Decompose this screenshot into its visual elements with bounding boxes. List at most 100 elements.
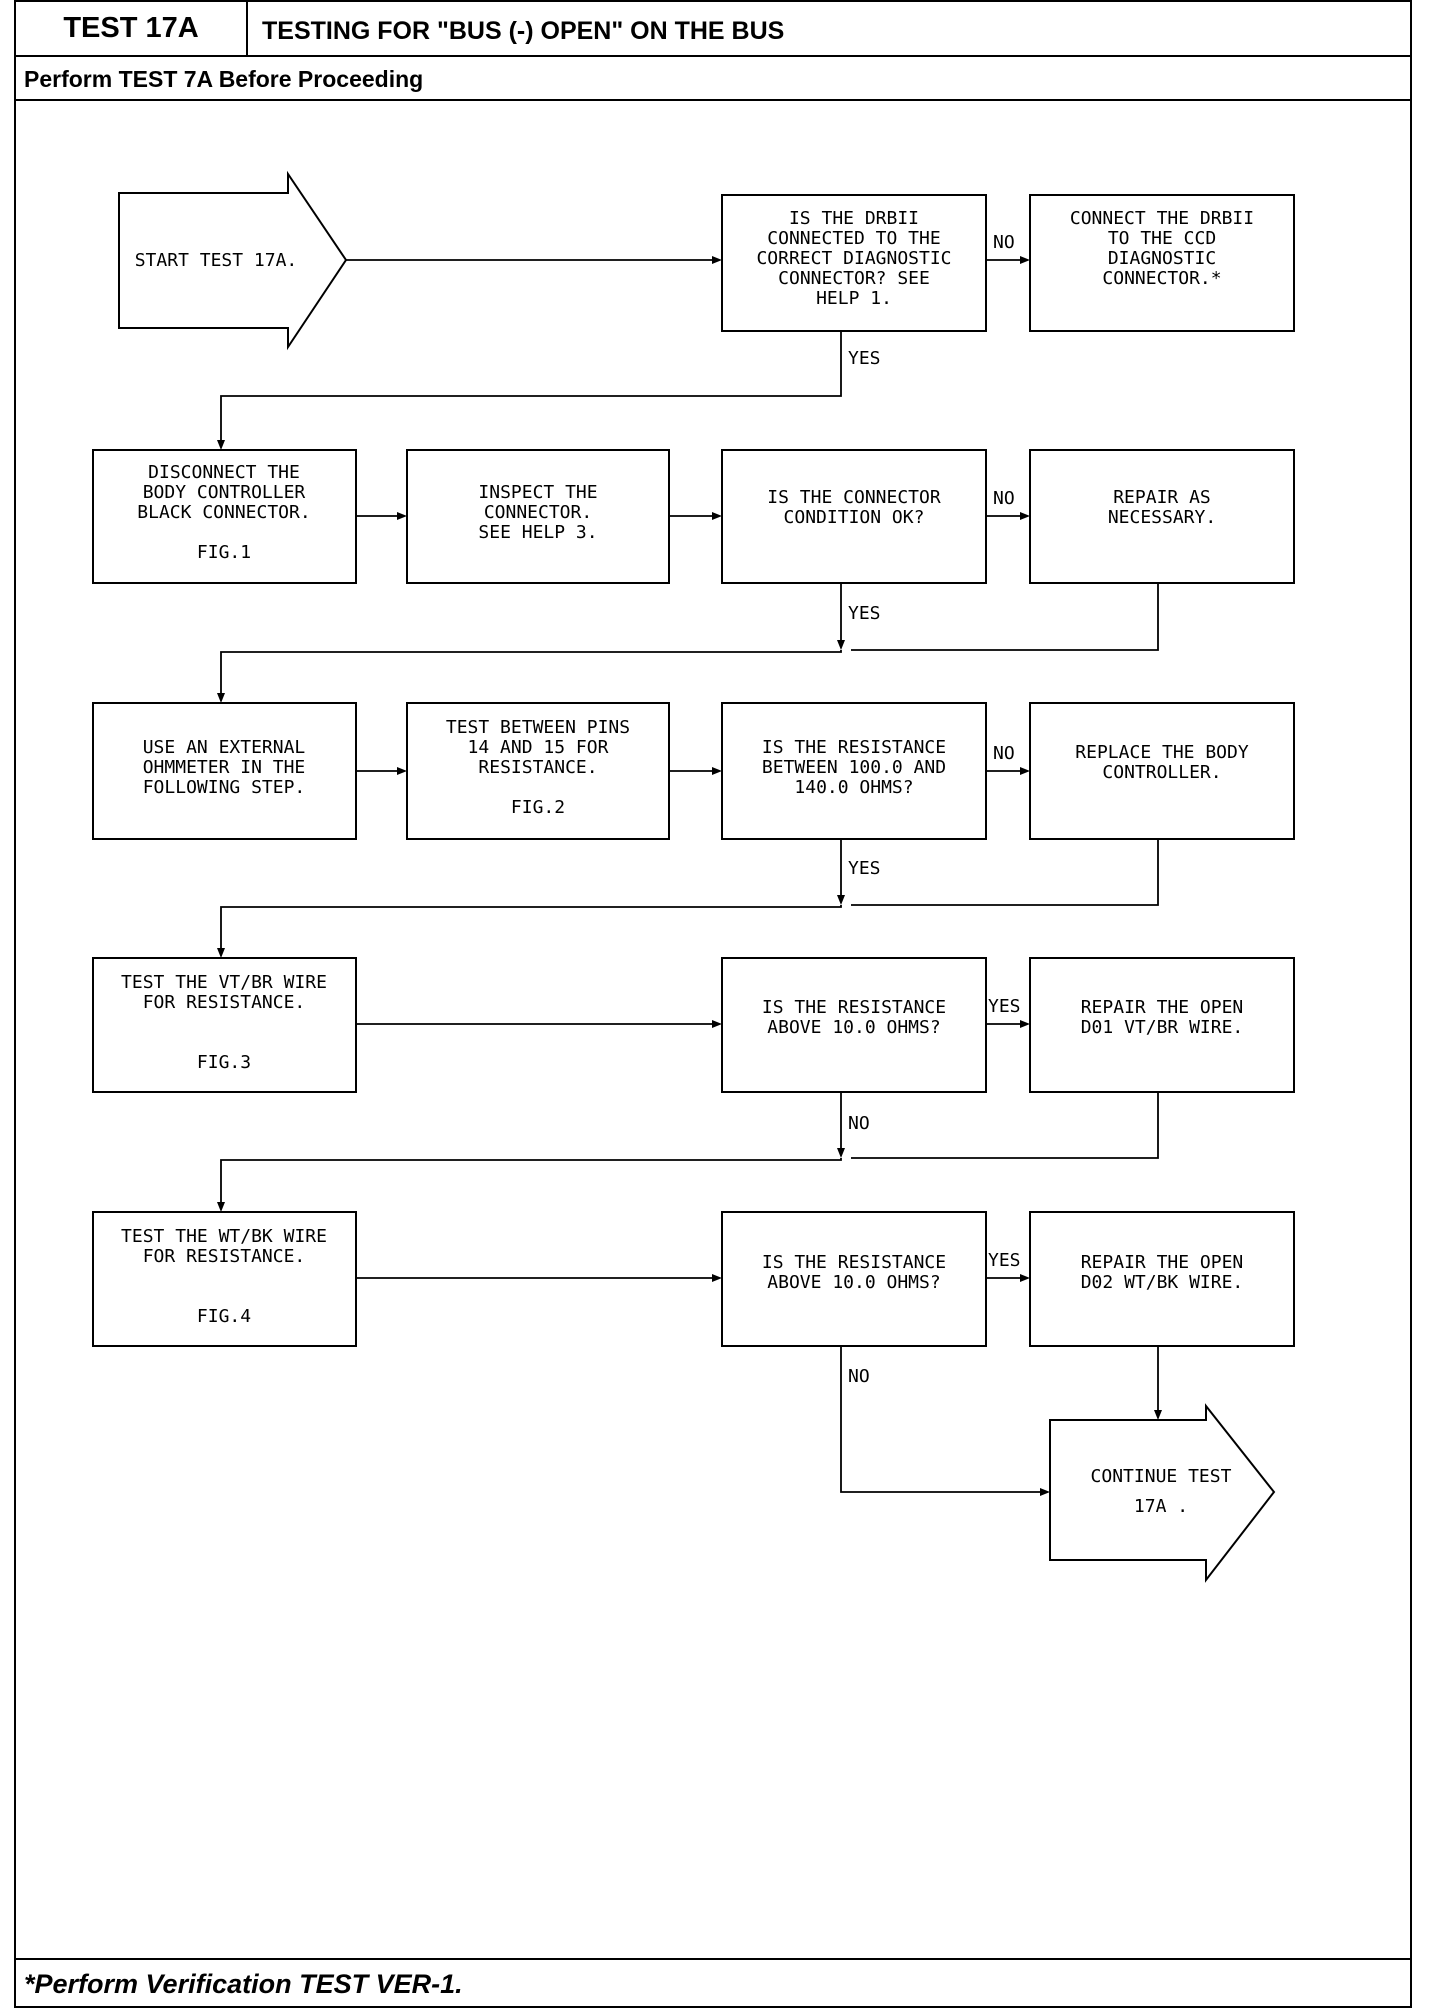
node-q-drb-box [721,194,987,332]
label-no-3: NO [993,743,1015,764]
node-line: START TEST 17A. [135,250,298,271]
node-line: FOLLOWING STEP. [143,777,306,798]
node-replace-bc-box [1029,702,1295,840]
node-line: CONNECTOR. [484,502,592,523]
node-line: 14 AND 15 FOR [468,737,609,758]
header-row: TEST 17A TESTING FOR "BUS (-) OPEN" ON T… [16,2,1410,57]
node-line: 17A . [1134,1496,1188,1517]
node-q-res3-box [721,1211,987,1347]
node-line: DIAGNOSTIC [1108,248,1216,269]
node-line: ABOVE 10.0 OHMS? [767,1272,940,1293]
node-connect-drb-box [1029,194,1295,332]
node-q-res1-box [721,702,987,840]
node-inspect-box [406,449,670,584]
node-line: FIG.2 [511,797,565,818]
node-line: IS THE RESISTANCE [762,737,946,758]
node-line: CONNECTOR? SEE [778,268,930,289]
label-yes-3: YES [848,858,881,879]
node-line: HELP 1. [816,288,892,309]
node-continue: CONTINUE TEST 17A . [1091,1466,1232,1517]
node-disconnect-box [92,449,357,584]
test-id: TEST 17A [16,2,248,55]
label-yes-4: YES [988,996,1021,1017]
node-line: D01 VT/BR WIRE. [1081,1017,1244,1038]
node-line: CORRECT DIAGNOSTIC [756,248,951,269]
node-line: BETWEEN 100.0 AND [762,757,946,778]
prerequisite-note: Perform TEST 7A Before Proceeding [16,57,1410,101]
node-line: RESISTANCE. [478,757,597,778]
node-line: REPLACE THE BODY [1075,742,1249,763]
node-line: FOR RESISTANCE. [143,1246,306,1267]
node-line: CONTINUE TEST [1091,1466,1232,1487]
node-line: TEST BETWEEN PINS [446,717,630,738]
node-line: IS THE DRBII [789,208,919,229]
node-line: FIG.1 [197,542,251,563]
label-no-1: NO [993,232,1015,253]
node-line: CONDITION OK? [784,507,925,528]
node-line: CONTROLLER. [1102,762,1221,783]
node-q-conn-box [721,449,987,584]
node-line: BLACK CONNECTOR. [137,502,310,523]
node-line: FIG.4 [197,1306,251,1327]
continue-arrow-shape [1049,1403,1276,1583]
node-line: IS THE RESISTANCE [762,1252,946,1273]
node-line: BODY CONTROLLER [143,482,306,503]
node-line: DISCONNECT THE [148,462,300,483]
label-no-5: NO [848,1366,870,1387]
node-line: REPAIR THE OPEN [1081,1252,1244,1273]
node-line: TEST THE VT/BR WIRE [121,972,327,993]
test-title: TESTING FOR "BUS (-) OPEN" ON THE BUS [262,17,785,45]
node-line: CONNECTOR.* [1102,268,1221,289]
node-line: TEST THE WT/BK WIRE [121,1226,327,1247]
label-no-2: NO [993,488,1015,509]
node-repair-d01-box [1029,957,1295,1093]
node-line: OHMMETER IN THE [143,757,306,778]
node-repair-nec-box [1029,449,1295,584]
node-repair-d02-box [1029,1211,1295,1347]
node-test-wt-box [92,1211,357,1347]
node-line: IS THE CONNECTOR [767,487,941,508]
node-line: REPAIR THE OPEN [1081,997,1244,1018]
start-arrow-shape [118,170,348,351]
label-no-4: NO [848,1113,870,1134]
label-yes-1: YES [848,348,881,369]
node-line: SEE HELP 3. [478,522,597,543]
node-line: NECESSARY. [1108,507,1216,528]
label-yes-5: YES [988,1250,1021,1271]
node-line: FIG.3 [197,1052,251,1073]
node-line: 140.0 OHMS? [794,777,913,798]
node-line: TO THE CCD [1108,228,1216,249]
node-line: INSPECT THE [478,482,597,503]
label-yes-2: YES [848,603,881,624]
node-line: REPAIR AS [1113,487,1211,508]
verification-note: *Perform Verification TEST VER-1. [16,1958,1410,2006]
node-use-ohm-box [92,702,357,840]
node-q-res2-box [721,957,987,1093]
node-line: ABOVE 10.0 OHMS? [767,1017,940,1038]
node-line: USE AN EXTERNAL [143,737,306,758]
test-page: TEST 17A TESTING FOR "BUS (-) OPEN" ON T… [14,0,1412,2008]
node-line: IS THE RESISTANCE [762,997,946,1018]
node-line: D02 WT/BK WIRE. [1081,1272,1244,1293]
node-line: CONNECTED TO THE [767,228,940,249]
node-start: START TEST 17A. [135,250,298,271]
node-line: FOR RESISTANCE. [143,992,306,1013]
node-line: CONNECT THE DRBII [1070,208,1254,229]
